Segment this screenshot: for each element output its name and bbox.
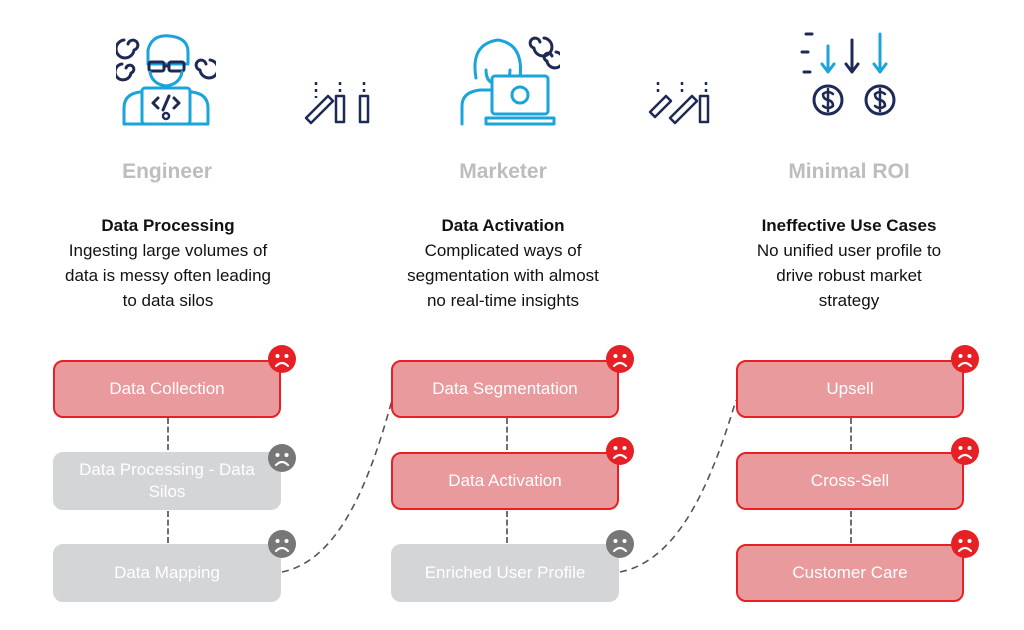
- description-line: segmentation with almost: [407, 266, 599, 285]
- problem-heading: Data Processing: [101, 216, 235, 235]
- role-title: Engineer: [122, 160, 212, 183]
- description-line: drive robust market: [776, 266, 922, 285]
- sad-face-icon: [605, 344, 635, 374]
- step-connector: [850, 511, 852, 543]
- sad-face-icon: [267, 344, 297, 374]
- problem-description: Data Activation Complicated ways of segm…: [378, 213, 628, 313]
- step-connector: [506, 511, 508, 543]
- sad-face-icon: [267, 529, 297, 559]
- step-box: Cross-Sell: [736, 452, 964, 510]
- sad-face-icon: [950, 436, 980, 466]
- step-box: Data Activation: [391, 452, 619, 510]
- declining-bars-icon: [302, 78, 374, 126]
- sad-face-icon: [267, 443, 297, 473]
- description-line: no real-time insights: [426, 291, 580, 310]
- step-box: Data Mapping: [53, 544, 281, 602]
- dollar-decline-icon: [798, 26, 902, 122]
- sad-face-icon: [950, 344, 980, 374]
- problem-description: Data Processing Ingesting large volumes …: [43, 213, 293, 313]
- step-connector: [850, 418, 852, 450]
- problem-heading: Data Activation: [441, 216, 565, 235]
- step-box: Data Segmentation: [391, 360, 619, 418]
- description-line: strategy: [818, 291, 880, 310]
- description-line: Complicated ways of: [424, 241, 582, 260]
- step-connector: [167, 418, 169, 450]
- step-box: Enriched User Profile: [391, 544, 619, 602]
- engineer-icon: [116, 28, 216, 128]
- description-line: data is messy often leading: [64, 266, 271, 285]
- step-box: Data Processing - Data Silos: [53, 452, 281, 510]
- role-title: Marketer: [459, 160, 547, 183]
- problem-heading: Ineffective Use Cases: [761, 216, 937, 235]
- sad-face-icon: [950, 529, 980, 559]
- declining-bars-icon: [646, 78, 718, 126]
- description-line: to data silos: [122, 291, 214, 310]
- step-box: Customer Care: [736, 544, 964, 602]
- role-title: Minimal ROI: [788, 160, 910, 183]
- step-box: Upsell: [736, 360, 964, 418]
- sad-face-icon: [605, 529, 635, 559]
- description-line: Ingesting large volumes of: [68, 241, 268, 260]
- step-connector: [506, 418, 508, 450]
- step-box: Data Collection: [53, 360, 281, 418]
- marketer-icon: [456, 26, 560, 130]
- problem-description: Ineffective Use Cases No unified user pr…: [724, 213, 974, 313]
- sad-face-icon: [605, 436, 635, 466]
- step-connector: [167, 511, 169, 543]
- description-line: No unified user profile to: [756, 241, 942, 260]
